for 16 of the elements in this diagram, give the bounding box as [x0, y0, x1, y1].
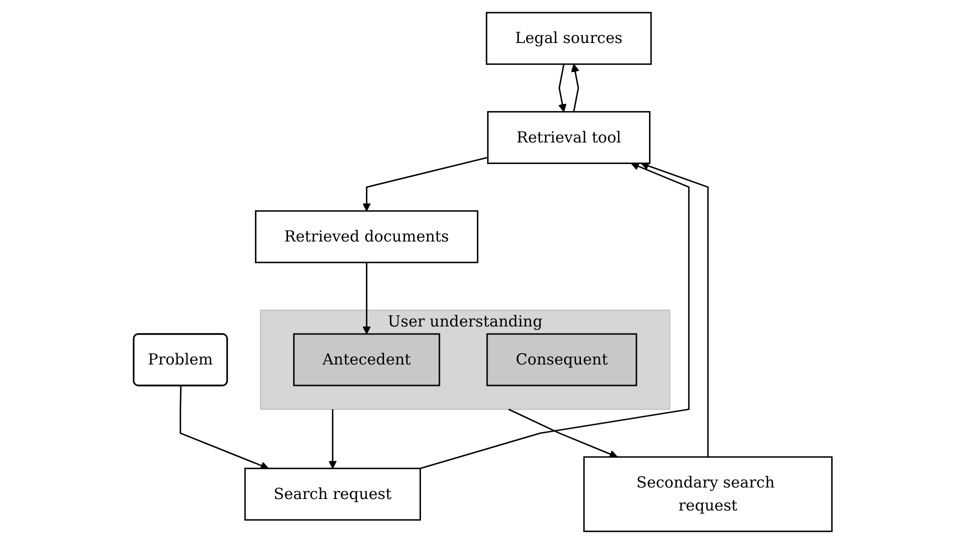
- arrow: [508, 408, 618, 458]
- arrow: [180, 386, 269, 470]
- arrow: [362, 156, 488, 212]
- arrow: [640, 162, 709, 457]
- arrow: [571, 64, 580, 112]
- arrow: [558, 64, 567, 112]
- node-box: Consequent: [486, 333, 638, 386]
- arrow: [420, 162, 690, 470]
- node-box: Antecedent: [293, 333, 440, 386]
- arrow: [362, 262, 372, 334]
- node-box: Retrieval tool: [487, 111, 651, 164]
- node-box: Legal sources: [486, 12, 652, 65]
- node-box: Retrieved documents: [255, 210, 479, 264]
- node-box: Secondary search request: [584, 456, 833, 532]
- node-box: Search request: [244, 468, 422, 521]
- arrow: [328, 409, 338, 469]
